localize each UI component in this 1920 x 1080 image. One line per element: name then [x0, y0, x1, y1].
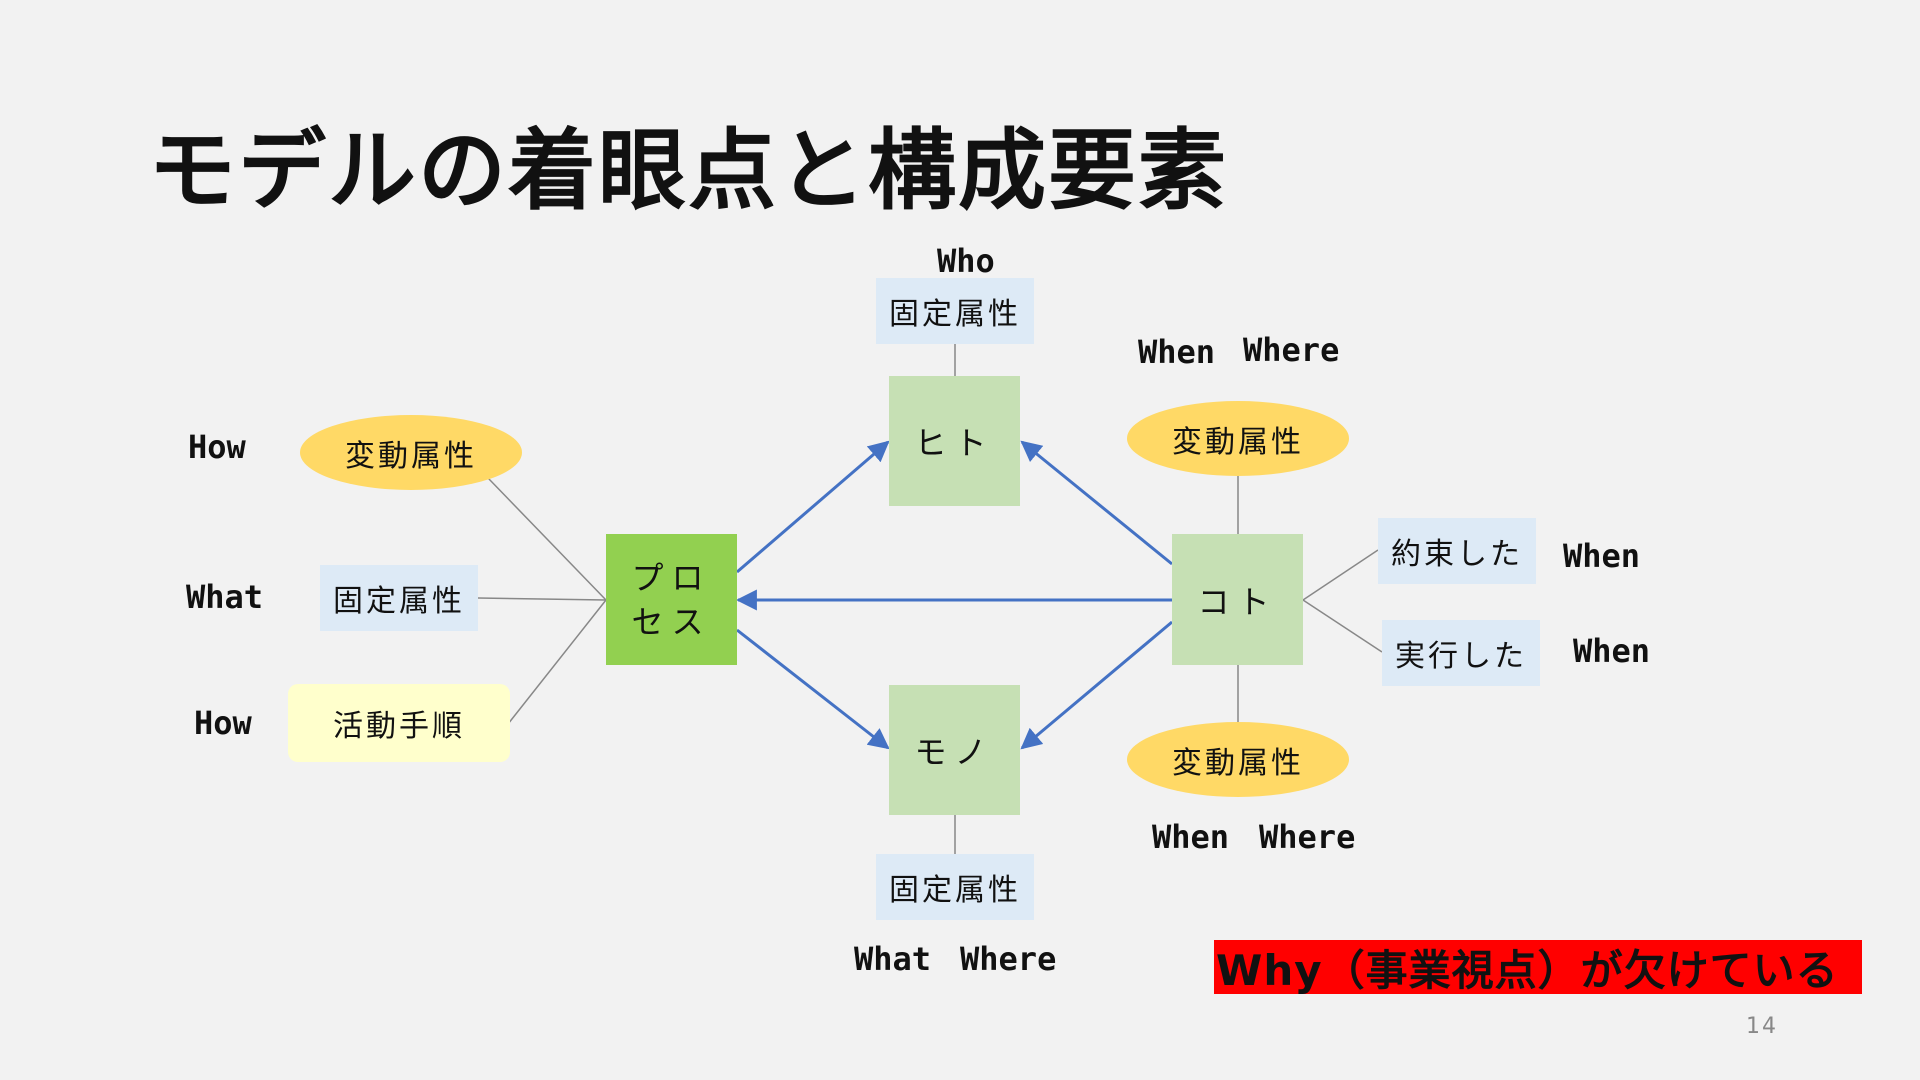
label-where-mono: Where — [960, 940, 1057, 978]
label-where-bottom: Where — [1259, 818, 1356, 856]
label-who: Who — [937, 242, 995, 280]
connector-koto-promised — [1302, 549, 1379, 601]
mono-fixed-attribute: 固定属性 — [876, 854, 1034, 920]
connector-process-steps — [507, 599, 607, 725]
connector-process-fixed — [477, 597, 607, 601]
node-process: プロ セス — [606, 534, 737, 665]
label-when-bottom: When — [1152, 818, 1230, 856]
label-what-left: What — [186, 578, 264, 616]
koto-executed-box: 実行した — [1382, 620, 1540, 686]
connector-process-var — [487, 477, 607, 601]
arrow-process-to-hito — [736, 440, 890, 574]
node-mono: モノ — [889, 685, 1020, 815]
node-hito: ヒト — [889, 376, 1020, 506]
arrow-koto-to-mono — [1020, 620, 1173, 750]
label-what-bottom: What — [854, 940, 932, 978]
label-how-bottom: How — [194, 704, 252, 742]
page-number: 14 — [1746, 1014, 1778, 1039]
label-when-executed: When — [1573, 632, 1651, 670]
arrow-koto-to-hito — [1020, 440, 1173, 566]
arrow-process-to-mono — [736, 628, 890, 750]
koto-variable-attribute-top: 変動属性 — [1127, 401, 1349, 476]
hito-fixed-attribute: 固定属性 — [876, 278, 1034, 344]
process-fixed-attribute: 固定属性 — [320, 565, 478, 631]
process-activity-steps: 活動手順 — [288, 684, 510, 762]
connector-koto-executed — [1302, 599, 1383, 653]
label-when-promised: When — [1563, 537, 1641, 575]
process-variable-attribute: 変動属性 — [300, 415, 522, 490]
koto-variable-attribute-bottom: 変動属性 — [1127, 722, 1349, 797]
page-title: モデルの着眼点と構成要素 — [148, 119, 1229, 222]
node-koto: コト — [1172, 534, 1303, 665]
label-when-top: When — [1138, 333, 1216, 371]
why-missing-banner: Why（事業視点）が欠けている — [1214, 940, 1862, 995]
label-where-top: Where — [1243, 331, 1340, 369]
koto-promised-box: 約束した — [1378, 518, 1536, 584]
label-how-top: How — [188, 428, 246, 466]
